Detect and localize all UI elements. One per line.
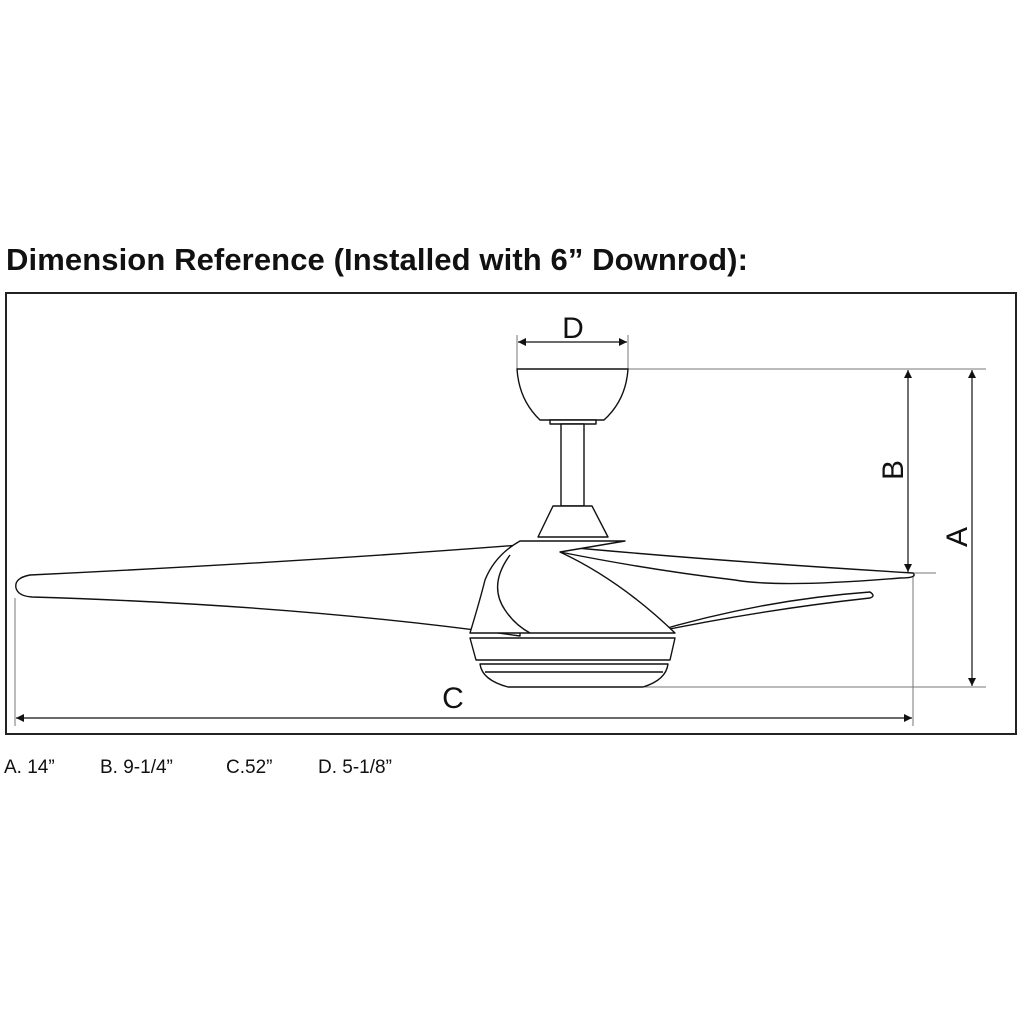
dimension-d-value: D. 5-1/8” bbox=[318, 757, 392, 778]
extension-lines bbox=[14, 335, 986, 726]
label-b: B bbox=[877, 460, 910, 480]
motor-housing bbox=[469, 540, 676, 634]
dimension-a-value: A. 14” bbox=[4, 757, 55, 778]
right-blade-upper bbox=[544, 544, 915, 585]
housing-swirl bbox=[497, 554, 531, 634]
diagram-frame bbox=[5, 292, 1017, 735]
light-kit-lower bbox=[479, 663, 669, 688]
page-title: Dimension Reference (Installed with 6” D… bbox=[6, 242, 749, 277]
label-c: C bbox=[442, 682, 464, 715]
dimension-c-value: C.52” bbox=[226, 757, 273, 778]
light-kit-upper bbox=[469, 637, 676, 661]
right-blade-lower bbox=[649, 591, 874, 634]
dimension-b-value: B. 9-1/4” bbox=[100, 757, 173, 778]
coupler bbox=[537, 505, 609, 538]
canopy bbox=[516, 368, 629, 421]
label-a: A bbox=[941, 527, 974, 547]
left-blade bbox=[15, 544, 521, 637]
label-d: D bbox=[562, 312, 584, 345]
downrod bbox=[560, 423, 585, 507]
